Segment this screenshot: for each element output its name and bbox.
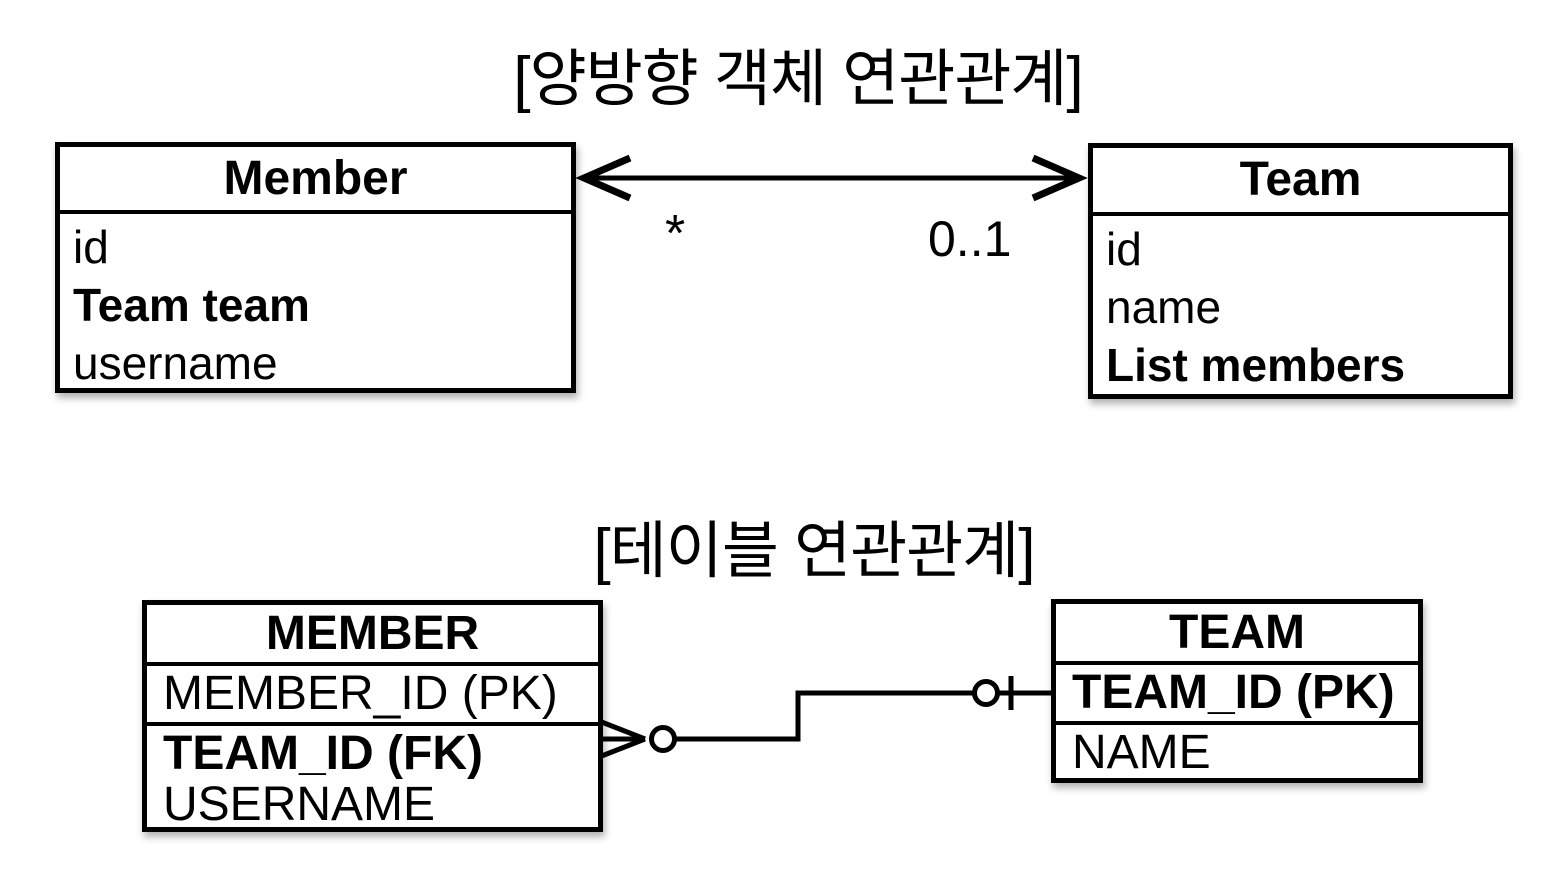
bidirectional-arrow-icon xyxy=(575,154,1088,202)
team-class-fields: id name List members xyxy=(1093,216,1508,394)
crows-foot-connector-icon xyxy=(598,676,1053,760)
team-field-name: name xyxy=(1106,281,1222,333)
team-table-col-team-id: TEAM_ID (PK) xyxy=(1056,665,1418,725)
member-side-multiplicity: * xyxy=(665,205,686,263)
object-association-title: [양방향 객체 연관관계] xyxy=(513,45,1083,114)
team-field-id: id xyxy=(1106,223,1142,275)
team-table-col-name: NAME xyxy=(1072,726,1211,779)
member-field-id: id xyxy=(73,221,109,273)
member-table-col-member-id: MEMBER_ID (PK) xyxy=(147,666,598,726)
member-class-box: Member id Team team username xyxy=(55,142,576,393)
member-table-col-team-id: TEAM_ID (FK) xyxy=(163,728,483,779)
zero-circle-member-side-icon xyxy=(649,725,677,753)
team-table: TEAM TEAM_ID (PK) NAME xyxy=(1051,599,1423,783)
member-class-fields: id Team team username xyxy=(60,214,571,389)
team-field-members: List members xyxy=(1106,339,1406,391)
zero-circle-team-side-icon xyxy=(972,679,1000,707)
member-table-name: MEMBER xyxy=(147,605,598,666)
team-table-name: TEAM xyxy=(1056,604,1418,665)
team-class-name: Team xyxy=(1093,148,1508,216)
member-table: MEMBER MEMBER_ID (PK) TEAM_ID (FK) USERN… xyxy=(142,600,603,832)
team-side-multiplicity: 0..1 xyxy=(928,211,1012,267)
member-field-team: Team team xyxy=(73,279,310,331)
member-field-username: username xyxy=(73,337,278,389)
member-class-name: Member xyxy=(60,147,571,214)
team-class-box: Team id name List members xyxy=(1088,143,1513,399)
member-table-fk-compartment: TEAM_ID (FK) USERNAME xyxy=(147,726,598,830)
member-table-col-username: USERNAME xyxy=(163,779,436,830)
table-association-title: [테이블 연관관계] xyxy=(593,517,1036,586)
